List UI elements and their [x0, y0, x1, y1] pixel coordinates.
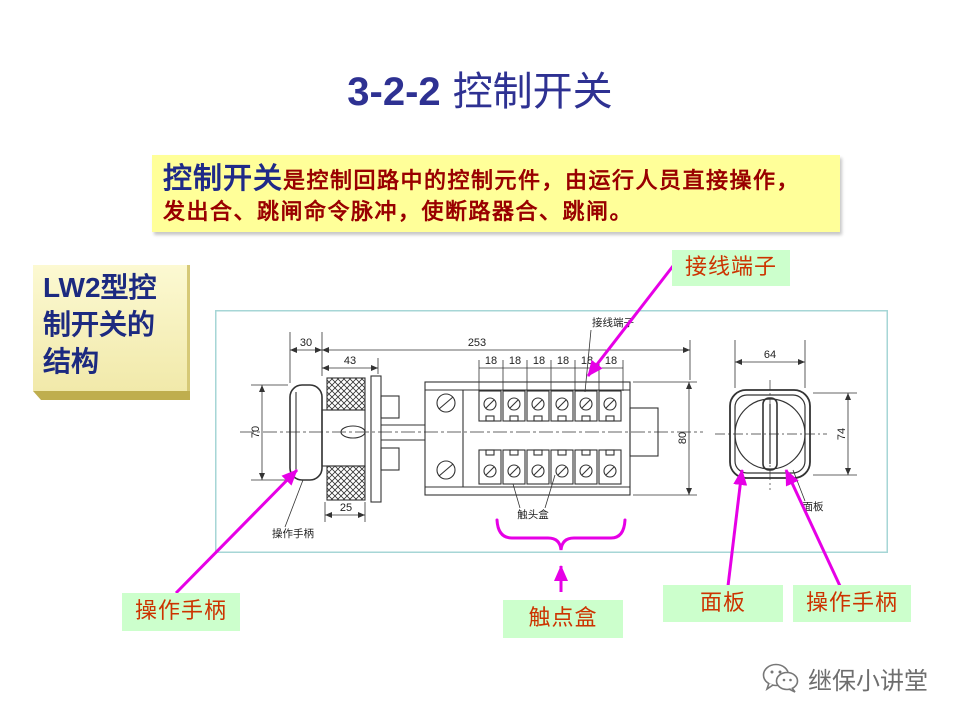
- hatched-block-bottom: [326, 465, 366, 501]
- dim-bottom-value: 25: [340, 502, 352, 514]
- definition-line-1: 控制开关是控制回路中的控制元件，由运行人员直接操作，: [163, 161, 840, 195]
- callout-handle-right: 操作手柄: [793, 585, 911, 622]
- dim-right-vertical-value: 80: [677, 432, 689, 444]
- end-bolt-top: [436, 393, 456, 413]
- dim-pitch-value: 18: [581, 355, 593, 367]
- slide-title-text: 控制开关: [452, 69, 613, 115]
- shaft-slot: [340, 425, 366, 439]
- dim-left-vertical-value: 70: [250, 426, 262, 438]
- front-view: [715, 380, 827, 490]
- lw2-switch-drawing: 30 253 43 18 18 18 18 18 18 25 70 80 64 …: [215, 310, 888, 553]
- dim-pitch-value: 18: [605, 355, 617, 367]
- leader-contact-box: [544, 474, 556, 509]
- definition-line-2: 发出合、跳闸命令脉冲，使断路器合、跳闸。: [163, 199, 634, 225]
- definition-box: 控制开关是控制回路中的控制元件，由运行人员直接操作， 发出合、跳闸命令脉冲，使断…: [152, 155, 840, 232]
- wechat-icon: [762, 663, 799, 693]
- drawing-label-terminal: 接线端子: [592, 316, 634, 329]
- dim-front-vertical-value: 74: [836, 428, 848, 440]
- drawing-label-panel: 面板: [803, 500, 824, 513]
- dim-second-row-value: 43: [344, 355, 356, 367]
- end-bolt-top-slot: [438, 396, 454, 410]
- panel-plate: [370, 375, 382, 503]
- definition-line-1-text: 是控制回路中的控制元件，由运行人员直接操作，: [283, 168, 801, 194]
- side-view: [240, 375, 703, 503]
- mount-block-top: [380, 395, 400, 419]
- callout-contact-box: 触点盒: [503, 600, 623, 638]
- end-cap: [629, 407, 659, 457]
- dim-top-span-value: 253: [468, 337, 486, 349]
- drawing-frame: [215, 310, 888, 553]
- section-label-line: 制开关的: [43, 309, 156, 340]
- watermark-text: 继保小讲堂: [808, 666, 928, 695]
- section-label-line: LW2型控: [43, 272, 157, 303]
- slide-title-number: 3-2-2: [347, 70, 441, 114]
- drawing-label-handle: 操作手柄: [272, 527, 314, 540]
- end-bolt-bottom: [436, 460, 456, 480]
- dim-front-top-value: 64: [764, 349, 776, 361]
- bearing-block: [321, 409, 366, 467]
- end-bolt-bottom-slot: [438, 463, 454, 477]
- dim-pitch-value: 18: [533, 355, 545, 367]
- section-label-bevel: [33, 391, 190, 400]
- section-label: LW2型控 制开关的 结构: [33, 265, 190, 391]
- mount-block-bottom: [380, 447, 400, 471]
- callout-panel: 面板: [663, 585, 783, 622]
- hatched-block-top: [326, 377, 366, 411]
- callout-handle-left: 操作手柄: [122, 593, 240, 631]
- dim-top-left-value: 30: [300, 337, 312, 349]
- watermark: 继保小讲堂: [762, 658, 940, 698]
- section-label-line: 结构: [43, 346, 100, 377]
- dim-pitch-value: 18: [509, 355, 521, 367]
- drawing-label-contact-box: 触头盒: [517, 508, 549, 521]
- dim-pitch-value: 18: [485, 355, 497, 367]
- leader-contact-box: [512, 483, 521, 509]
- definition-term: 控制开关: [163, 161, 284, 195]
- dim-pitch-value: 18: [557, 355, 569, 367]
- callout-terminal: 接线端子: [672, 250, 790, 286]
